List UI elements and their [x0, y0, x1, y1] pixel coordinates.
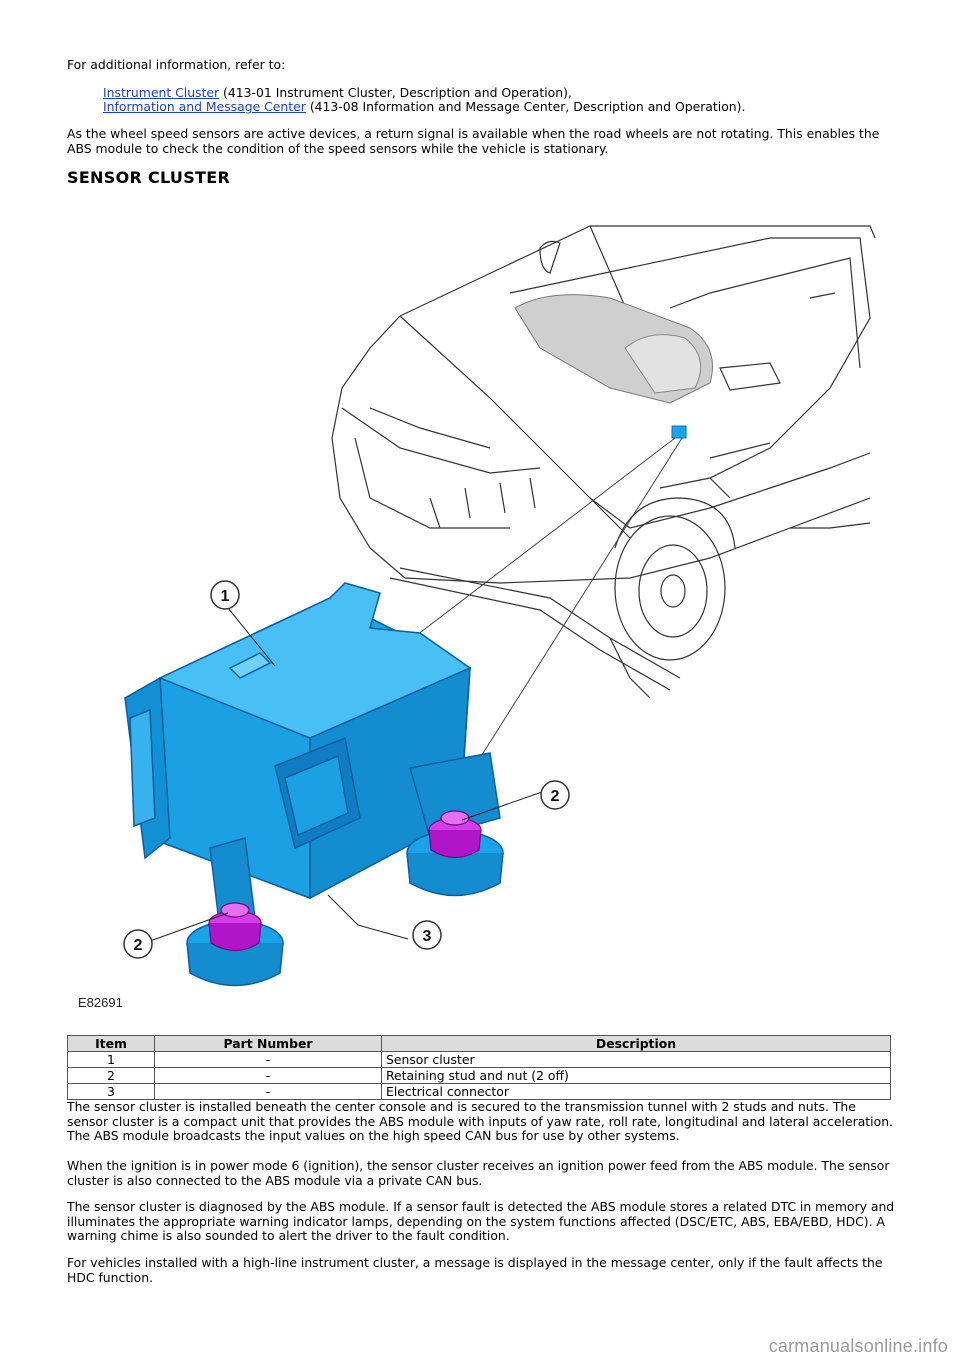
instrument-cluster-link[interactable]: Instrument Cluster: [103, 85, 220, 100]
watermark: carmanualsonline.info: [768, 1336, 948, 1357]
vehicle-line-art: [331, 225, 876, 699]
section-title: SENSOR CLUSTER: [67, 168, 231, 187]
item-cell: 2: [67, 1067, 155, 1084]
description-cell: Retaining stud and nut (2 off): [381, 1067, 891, 1084]
reference-line-1: Instrument Cluster (413-01 Instrument Cl…: [103, 85, 893, 101]
body-paragraph-1: The sensor cluster is installed beneath …: [67, 1099, 893, 1144]
reference-2-text: (413-08 Information and Message Center, …: [305, 99, 746, 114]
part-number-cell: -: [154, 1083, 382, 1100]
table-row: 1 - Sensor cluster: [67, 1051, 891, 1068]
header-description: Description: [381, 1035, 891, 1052]
sensor-module: [124, 582, 504, 987]
sensor-cluster-illustration: 1 2 3 2: [123, 225, 876, 987]
projection-lines: [399, 437, 683, 759]
item-cell: 1: [67, 1051, 155, 1068]
retaining-nuts: [208, 810, 482, 952]
part-number-cell: -: [154, 1067, 382, 1084]
seat-ghost: [624, 334, 702, 394]
table-row: 3 - Electrical connector: [67, 1083, 891, 1100]
figure-label: E82691: [78, 995, 123, 1010]
item-cell: 3: [67, 1083, 155, 1100]
callout-2b-circle: [123, 929, 153, 959]
header-part-number: Part Number: [154, 1035, 382, 1052]
intro-paragraph: As the wheel speed sensors are active de…: [67, 126, 880, 156]
sensor-cluster-figure: 1 2 3 2: [70, 198, 890, 1020]
part-number-cell: -: [154, 1051, 382, 1068]
description-cell: Sensor cluster: [381, 1051, 891, 1068]
callout-2a-circle: [540, 780, 570, 810]
callout-3-label: 3: [423, 928, 432, 945]
callout-3-circle: [412, 920, 442, 950]
reference-line-2: Information and Message Center (413-08 I…: [103, 99, 893, 115]
body-paragraph-4: For vehicles installed with a high-line …: [67, 1255, 883, 1285]
callout-leaders: [149, 607, 543, 942]
information-message-center-link[interactable]: Information and Message Center: [103, 99, 306, 114]
callout-1-label: 1: [221, 588, 230, 605]
callout-2a-label: 2: [551, 788, 560, 805]
table-header-row: Item Part Number Description: [67, 1035, 891, 1052]
table-row: 2 - Retaining stud and nut (2 off): [67, 1067, 891, 1084]
reference-1-text: (413-01 Instrument Cluster, Description …: [219, 85, 572, 100]
body-paragraph-2: When the ignition is in power mode 6 (ig…: [67, 1158, 890, 1188]
header-item: Item: [67, 1035, 155, 1052]
callout-2b-label: 2: [134, 937, 143, 954]
parts-table: Item Part Number Description 1 - Sensor …: [67, 1035, 891, 1100]
callout-1-circle: [210, 580, 240, 610]
description-cell: Electrical connector: [381, 1083, 891, 1100]
module-location-marker: [671, 425, 687, 439]
callout-circles: [123, 580, 570, 959]
intro-lead: For additional information, refer to:: [67, 57, 286, 72]
body-paragraph-3: The sensor cluster is diagnosed by the A…: [67, 1199, 895, 1244]
